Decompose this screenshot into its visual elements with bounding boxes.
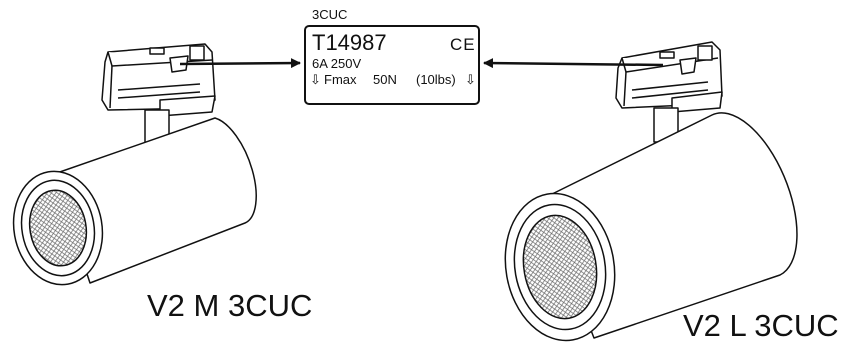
spotlight-large: [504, 41, 798, 342]
model-name-medium: V2 M 3CUC: [147, 288, 313, 323]
arrow-left: [179, 58, 301, 69]
down-arrow-icon: ⇩: [310, 72, 321, 87]
lens-mesh-left: [28, 189, 88, 267]
spotlight-medium: [12, 43, 257, 286]
product-label: [304, 25, 480, 105]
label-force-name: Fmax: [324, 72, 357, 87]
track-adapter-left: [101, 43, 216, 117]
track-adapter-right: [615, 41, 723, 113]
model-name-large: V2 L 3CUC: [683, 308, 839, 343]
label-code: T14987: [312, 30, 387, 55]
body-left: [53, 117, 257, 284]
lens-mesh-right: [522, 214, 598, 320]
label-force-value: 50N: [373, 72, 397, 87]
label-header: 3CUC: [312, 7, 348, 22]
arrow-right: [483, 58, 664, 69]
ce-mark: CE: [450, 35, 476, 54]
label-rating: 6A 250V: [312, 56, 362, 71]
down-arrow-icon: ⇩: [465, 72, 476, 87]
label-force-imperial: (10lbs): [416, 72, 456, 87]
